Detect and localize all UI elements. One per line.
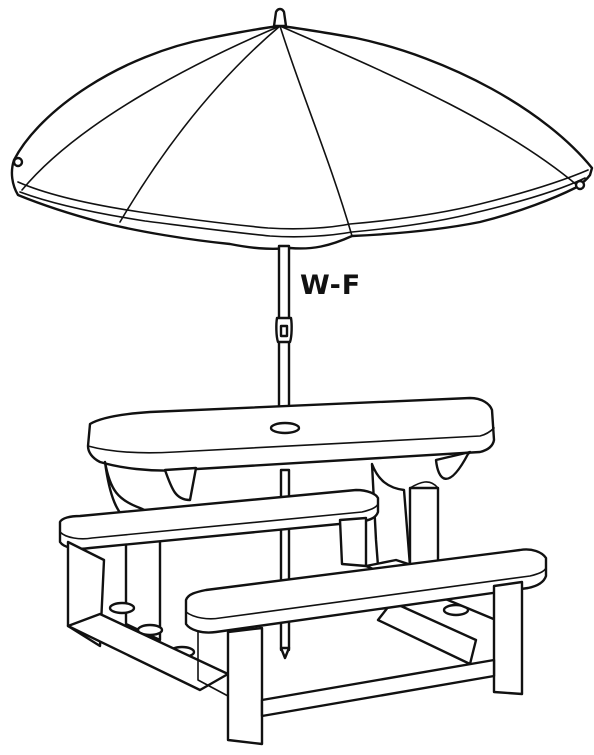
front-bench	[184, 548, 548, 746]
back-bench	[58, 488, 470, 659]
table-top	[86, 396, 496, 472]
front-lower-rail	[260, 658, 496, 718]
table-supports	[103, 450, 472, 642]
umbrella-pole	[275, 244, 293, 660]
umbrella-canopy	[10, 7, 594, 250]
part-label: W-F	[300, 270, 362, 301]
